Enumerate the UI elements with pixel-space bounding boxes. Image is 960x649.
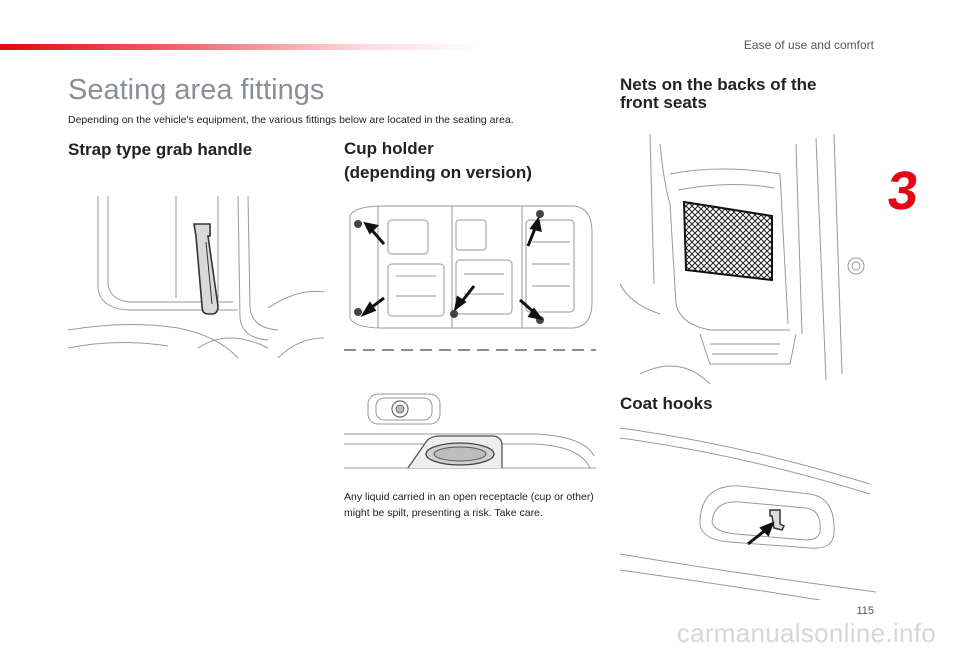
coat-hooks-heading: Coat hooks xyxy=(620,394,713,413)
cup-holder-heading-line2: (depending on version) xyxy=(344,163,532,182)
section-label: Ease of use and comfort xyxy=(743,38,874,52)
nets-heading-line1: Nets on the backs of the xyxy=(620,75,817,94)
strap-handle-illustration xyxy=(68,188,324,364)
chapter-number: 3 xyxy=(884,161,922,221)
nets-heading-line2: front seats xyxy=(620,93,707,112)
strap-handle-heading: Strap type grab handle xyxy=(68,140,253,159)
page-title: Seating area fittings xyxy=(68,74,325,106)
cup-holder-vehicle-plan-illustration xyxy=(344,202,596,358)
cup-holder-heading-line1: Cup holder xyxy=(344,139,434,158)
page-number: 115 xyxy=(856,605,874,617)
intro-text: Depending on the vehicle's equipment, th… xyxy=(68,114,514,126)
nets-heading: Nets on the backs of the front seats xyxy=(620,76,816,112)
cup-holder-detail-illustration xyxy=(344,384,596,482)
cup-holder-warning-text: Any liquid carried in an open receptacle… xyxy=(344,491,594,519)
coat-hook-illustration xyxy=(620,424,876,600)
seat-back-net-illustration xyxy=(620,134,872,384)
accent-gradient-bar xyxy=(0,44,480,50)
watermark: carmanualsonline.info xyxy=(676,618,936,648)
cup-holder-heading: Cup holder (depending on version) xyxy=(344,137,532,185)
